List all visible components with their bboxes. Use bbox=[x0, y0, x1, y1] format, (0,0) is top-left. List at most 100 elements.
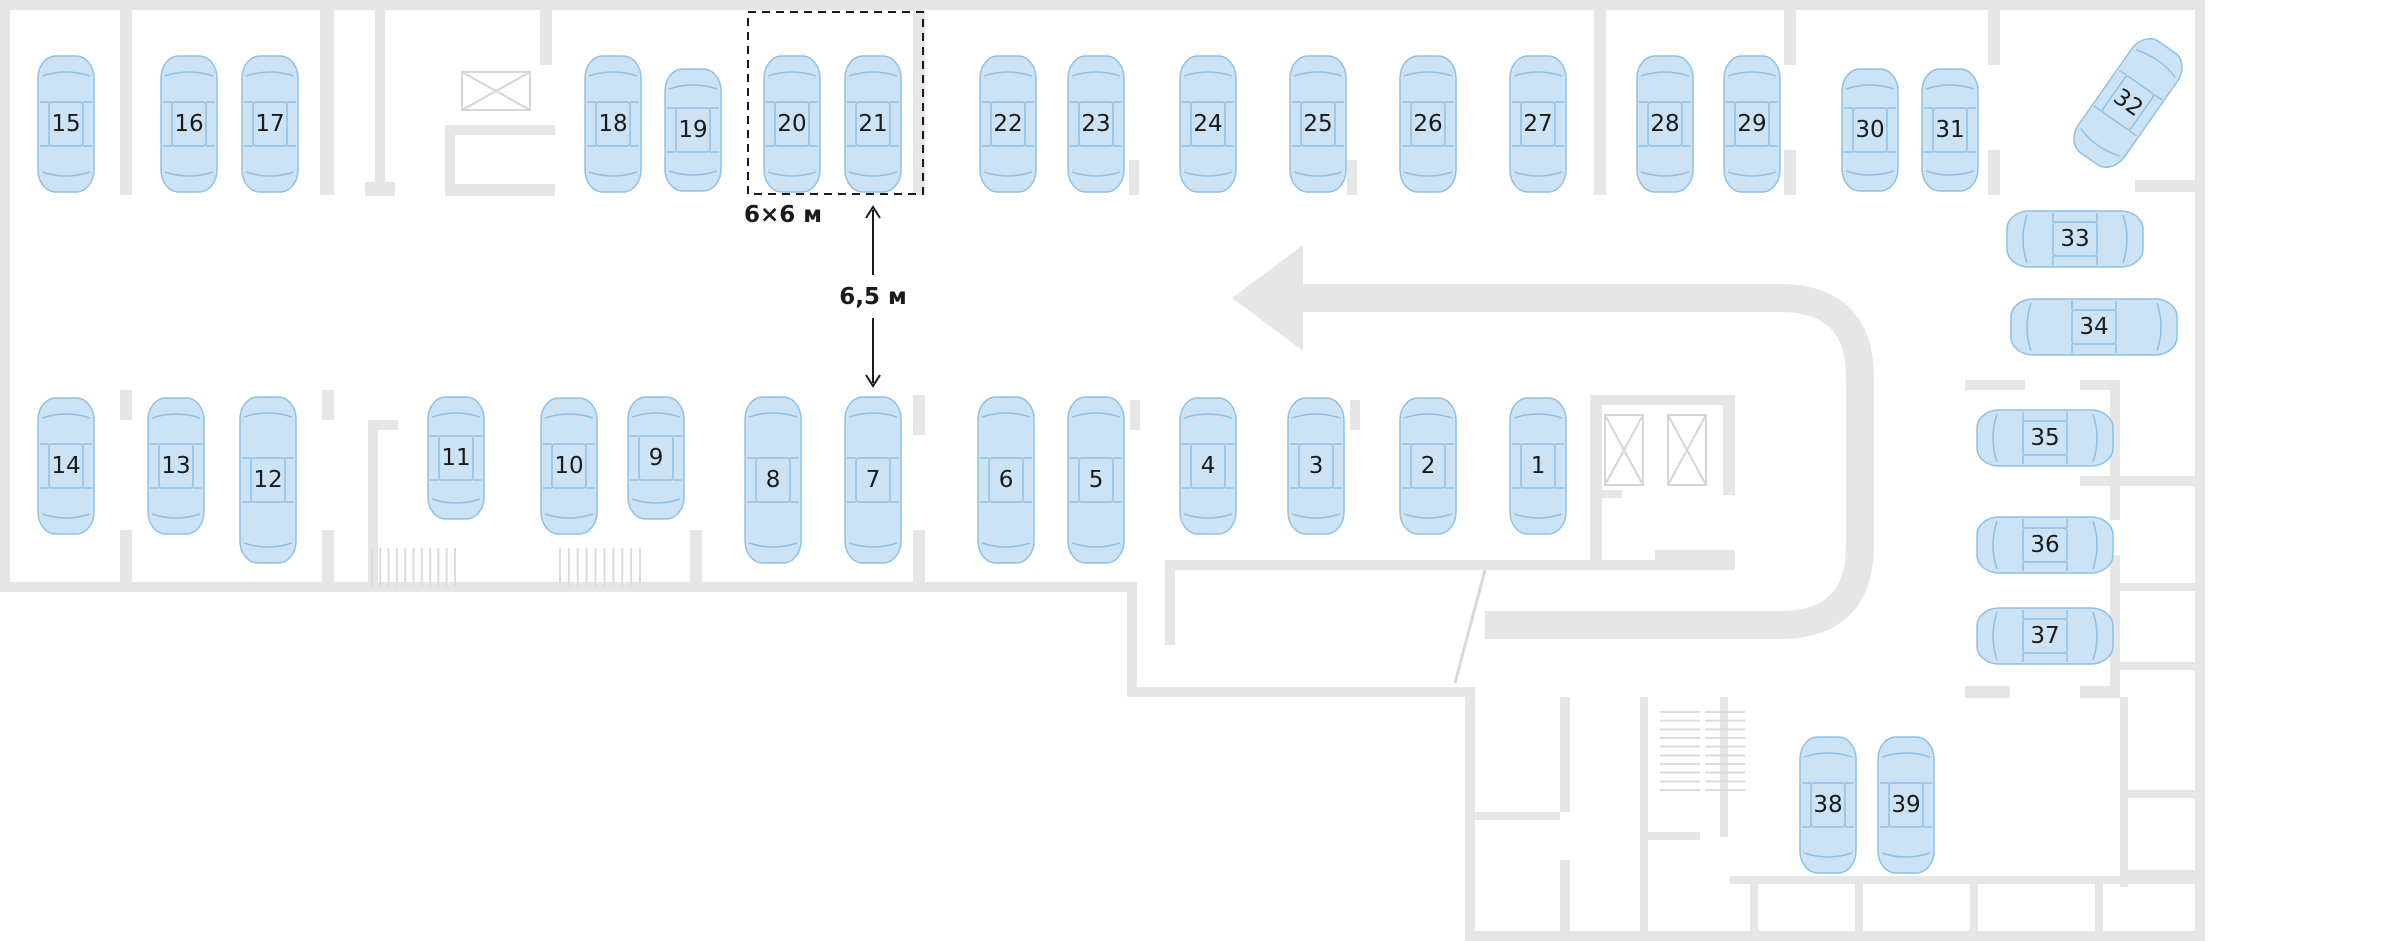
parking-spot-2: 2 bbox=[1399, 397, 1457, 535]
spot-number: 5 bbox=[1089, 467, 1104, 493]
car-icon bbox=[1399, 55, 1457, 193]
car-icon bbox=[1976, 516, 2114, 574]
spot-number: 36 bbox=[2030, 532, 2059, 558]
car-windshield bbox=[242, 412, 294, 548]
car-windshield bbox=[766, 71, 818, 177]
car-roof bbox=[855, 101, 891, 147]
spot-number: 16 bbox=[174, 111, 203, 137]
car-icon bbox=[1179, 397, 1237, 535]
parking-spot-3: 3 bbox=[1287, 397, 1345, 535]
spot-number: 31 bbox=[1935, 117, 1964, 143]
parking-spot-17: 17 bbox=[241, 55, 299, 193]
spot-number: 23 bbox=[1081, 111, 1110, 137]
parking-spot-14: 14 bbox=[37, 397, 95, 535]
parking-spot-39: 39 bbox=[1877, 736, 1935, 874]
car-icon bbox=[1877, 736, 1935, 874]
drive-lane-arrow bbox=[1270, 284, 1874, 639]
car-roof bbox=[1190, 101, 1226, 147]
car-roof bbox=[252, 101, 288, 147]
car-roof bbox=[171, 101, 207, 147]
car-windshield bbox=[1880, 752, 1932, 858]
car-roof bbox=[1520, 443, 1556, 489]
elevator-shafts bbox=[461, 71, 1707, 486]
car-windshield bbox=[587, 71, 639, 177]
car-windshield bbox=[1070, 71, 1122, 177]
car-icon bbox=[744, 396, 802, 564]
car-roof bbox=[675, 107, 711, 153]
car-icon bbox=[540, 397, 598, 535]
car-windshield bbox=[747, 412, 799, 548]
car-roof bbox=[48, 101, 84, 147]
car-roof bbox=[158, 443, 194, 489]
parking-spot-35: 35 bbox=[1976, 409, 2114, 467]
spot-number: 10 bbox=[554, 453, 583, 479]
spot-number: 11 bbox=[441, 445, 470, 471]
parking-spot-26: 26 bbox=[1399, 55, 1457, 193]
spot-number: 15 bbox=[51, 111, 80, 137]
parking-spot-31: 31 bbox=[1921, 68, 1979, 192]
car-windshield bbox=[982, 71, 1034, 177]
car-windshield bbox=[40, 71, 92, 177]
staircases bbox=[371, 548, 1745, 791]
car-roof bbox=[1932, 107, 1968, 153]
parking-spot-27: 27 bbox=[1509, 55, 1567, 193]
parking-spot-28: 28 bbox=[1636, 55, 1694, 193]
car-icon bbox=[1067, 55, 1125, 193]
car-icon bbox=[977, 396, 1035, 564]
car-roof bbox=[1888, 782, 1924, 828]
car-roof bbox=[2022, 527, 2068, 563]
car-windshield bbox=[2080, 49, 2176, 157]
parking-spot-10: 10 bbox=[540, 397, 598, 535]
car-icon bbox=[239, 396, 297, 564]
car-icon bbox=[1976, 607, 2114, 665]
parking-spot-8: 8 bbox=[744, 396, 802, 564]
spot-size-label: 6×6 м bbox=[744, 202, 822, 228]
car-roof bbox=[1852, 107, 1888, 153]
car-roof bbox=[774, 101, 810, 147]
car-roof bbox=[1298, 443, 1334, 489]
car-windshield bbox=[1402, 71, 1454, 177]
parking-spot-5: 5 bbox=[1067, 396, 1125, 564]
car-icon bbox=[241, 55, 299, 193]
car-windshield bbox=[244, 71, 296, 177]
parking-spot-4: 4 bbox=[1179, 397, 1237, 535]
parking-spot-11: 11 bbox=[427, 396, 485, 520]
parking-spot-34: 34 bbox=[2010, 298, 2178, 356]
car-windshield bbox=[1992, 519, 2098, 571]
parking-spot-29: 29 bbox=[1723, 55, 1781, 193]
spot-number: 18 bbox=[598, 111, 627, 137]
car-windshield bbox=[1924, 84, 1976, 176]
car-roof bbox=[990, 101, 1026, 147]
car-windshield bbox=[40, 413, 92, 519]
aisle-dimension bbox=[865, 205, 881, 388]
car-icon bbox=[844, 396, 902, 564]
car-icon bbox=[627, 396, 685, 520]
car-icon bbox=[1179, 55, 1237, 193]
car-icon bbox=[1799, 736, 1857, 874]
parking-spot-18: 18 bbox=[584, 55, 642, 193]
parking-spot-9: 9 bbox=[627, 396, 685, 520]
car-icon bbox=[1067, 396, 1125, 564]
spot-number: 39 bbox=[1891, 792, 1920, 818]
car-roof bbox=[1190, 443, 1226, 489]
spot-number: 8 bbox=[766, 467, 781, 493]
parking-spot-33: 33 bbox=[2006, 210, 2144, 268]
spot-number: 21 bbox=[858, 111, 887, 137]
car-icon bbox=[1509, 397, 1567, 535]
spot-number: 34 bbox=[2079, 314, 2108, 340]
spot-number: 28 bbox=[1650, 111, 1679, 137]
drive-lane-arrowhead bbox=[1232, 245, 1303, 351]
parking-spot-32: 32 bbox=[2073, 38, 2183, 168]
spot-number: 9 bbox=[649, 445, 664, 471]
ramp-outline bbox=[1453, 569, 1487, 684]
car-windshield bbox=[667, 84, 719, 176]
car-windshield bbox=[630, 412, 682, 504]
car-icon bbox=[2073, 38, 2183, 168]
spot-number: 2 bbox=[1421, 453, 1436, 479]
aisle-width-label: 6,5 м bbox=[839, 284, 907, 310]
car-windshield bbox=[1512, 413, 1564, 519]
car-roof bbox=[1410, 101, 1446, 147]
car-roof bbox=[48, 443, 84, 489]
car-roof bbox=[1734, 101, 1770, 147]
car-roof bbox=[595, 101, 631, 147]
